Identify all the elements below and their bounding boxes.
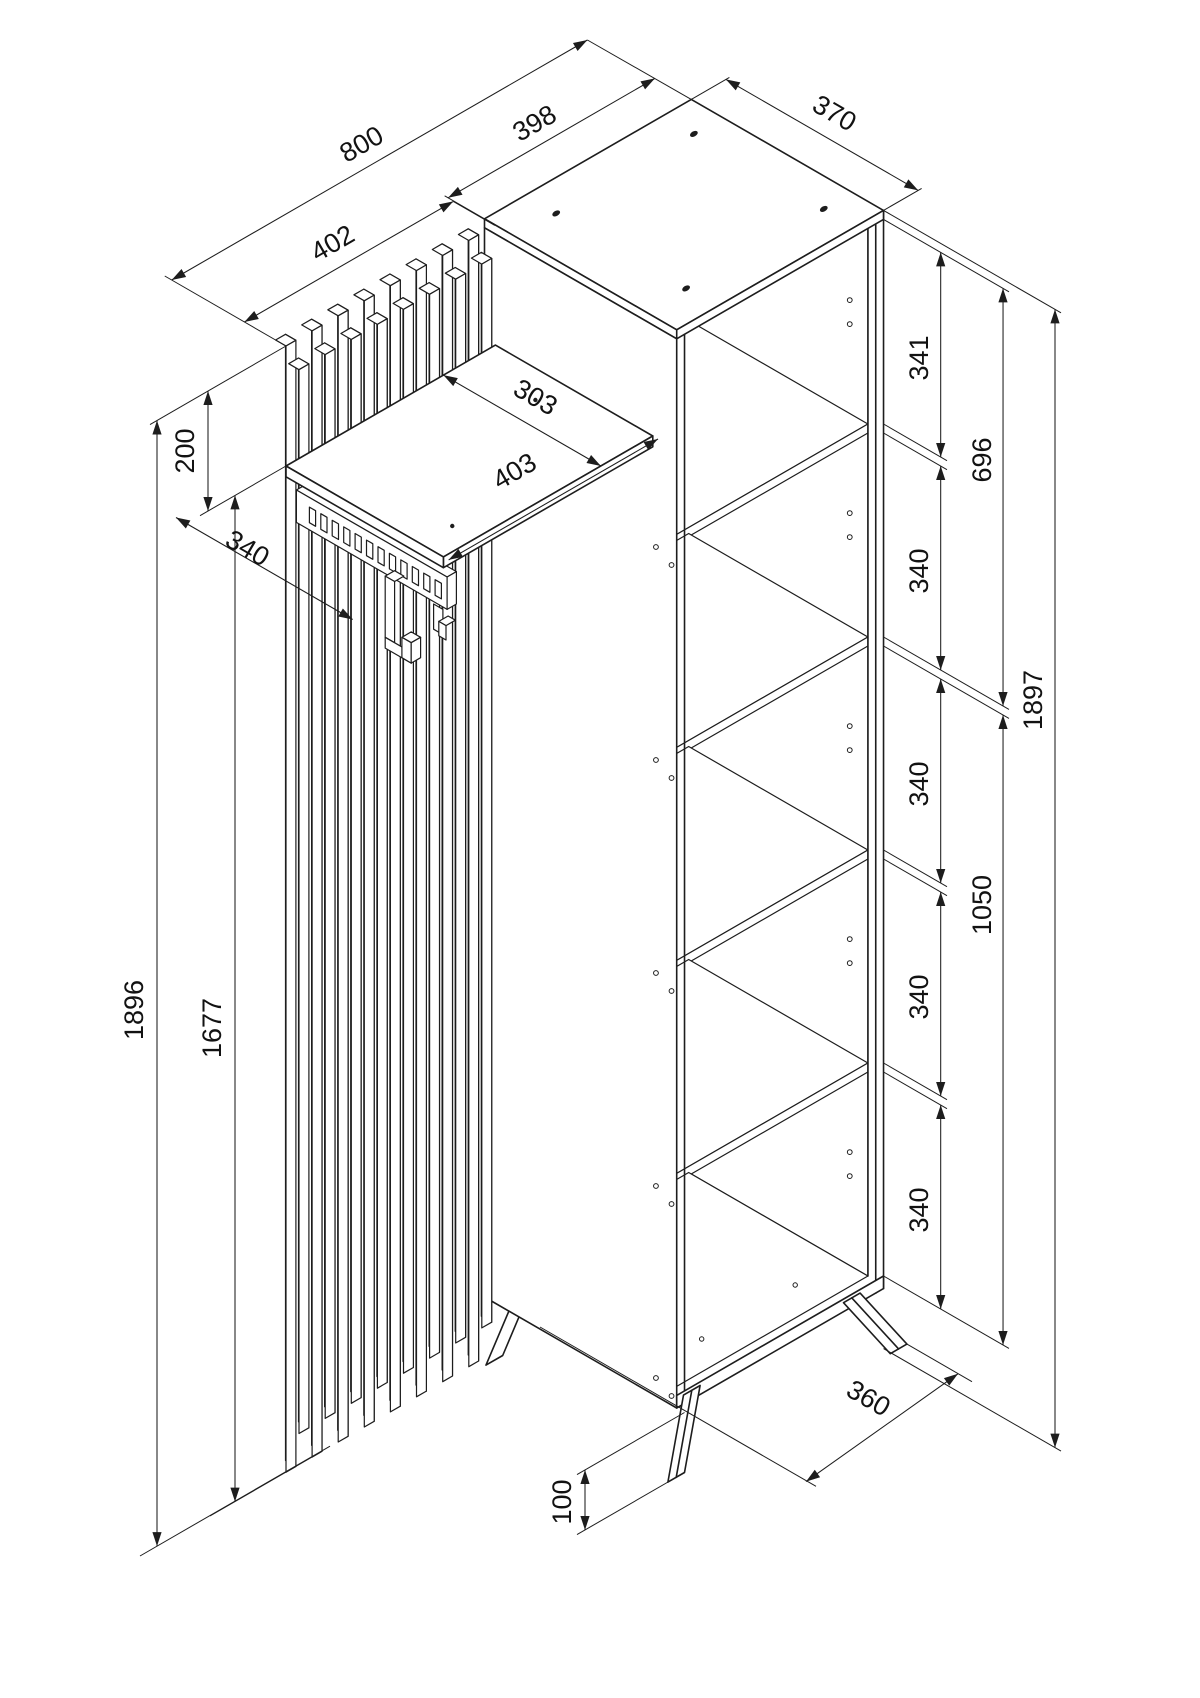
dim-label-1677: 1677 [197,998,227,1058]
dim-label-340-c: 340 [904,974,934,1019]
dim-label-1896: 1896 [119,980,149,1040]
dim-label-1897: 1897 [1018,670,1048,730]
dim-label-360: 360 [841,1374,895,1423]
dimension-annotations [139,39,1062,1557]
coat-hooks [384,570,456,664]
dim-label-696: 696 [967,437,997,482]
shelf-column [483,98,908,1483]
dim-label-398: 398 [507,99,561,148]
dim-label-340-left: 340 [220,524,274,573]
dim-label-340-a: 340 [904,548,934,593]
dim-label-341: 341 [904,335,934,380]
dim-label-800: 800 [334,120,388,169]
dim-label-340-d: 340 [904,1187,934,1232]
hat-shelf [285,344,654,569]
dim-label-340-b: 340 [904,761,934,806]
hook-rail [295,484,457,611]
dim-label-100: 100 [547,1479,577,1524]
dim-label-370: 370 [807,89,861,138]
dim-label-200: 200 [170,428,200,473]
dim-label-1050: 1050 [967,875,997,935]
